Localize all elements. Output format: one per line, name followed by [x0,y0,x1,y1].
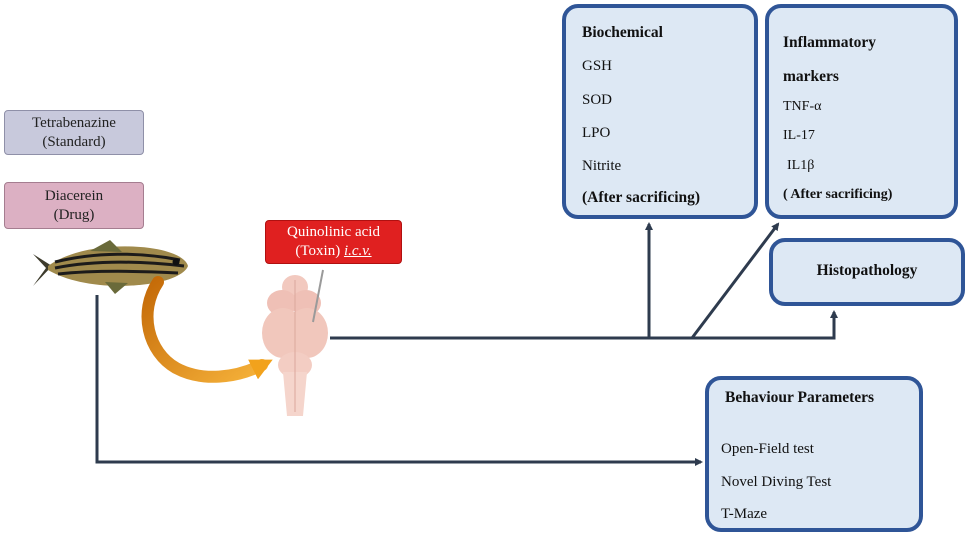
toxin-role-line: (Toxin) i.c.v. [266,242,401,261]
histopathology-title: Histopathology [816,262,918,279]
histopathology-box: Histopathology [769,238,965,306]
standard-treatment-label: Tetrabenazine (Standard) [4,110,144,155]
behaviour-item-open-field: Open-Field test [721,441,814,457]
flow-connectors [95,222,838,466]
biochemical-box: Biochemical GSH SOD LPO Nitrite (After s… [562,4,758,219]
zebrafish-icon [33,240,188,294]
inflammatory-title-line2: markers [783,68,839,85]
biochemical-item-nitrite: Nitrite [582,158,622,174]
toxin-route: i.c.v. [343,243,372,259]
inflammatory-item-il1b: IL1β [787,158,815,173]
toxin-role: (Toxin) [295,243,344,259]
behaviour-item-t-maze: T-Maze [721,506,768,522]
brain-icon [262,269,328,416]
biochemical-item-sod: SOD [582,92,613,108]
drug-treatment-label: Diacerein (Drug) [4,182,144,229]
toxin-name: Quinolinic acid [287,224,380,240]
drug-role: (Drug) [53,206,95,223]
standard-drug-role: (Standard) [42,133,106,150]
inflammatory-item-tnf: TNF-α [783,99,822,114]
behaviour-parameters-box: Behaviour Parameters Open-Field test Nov… [705,376,923,532]
biochemical-item-gsh: GSH [582,58,613,74]
behaviour-item-novel-diving: Novel Diving Test [721,474,832,490]
behaviour-title: Behaviour Parameters [725,389,875,406]
drug-name: Diacerein [44,187,104,204]
biochemical-item-lpo: LPO [582,125,611,141]
inflammatory-item-il17: IL-17 [783,128,815,143]
biochemical-note: (After sacrificing) [582,189,701,206]
biochemical-title: Biochemical [582,24,663,41]
standard-drug-name: Tetrabenazine [32,114,116,131]
inflammatory-markers-box: Inflammatory markers TNF-α IL-17 IL1β ( … [765,4,958,219]
toxin-label: Quinolinic acid (Toxin) i.c.v. [265,220,402,264]
inflammatory-note: ( After sacrificing) [783,187,893,202]
inflammatory-title-line1: Inflammatory [783,34,876,51]
administration-curve-arrow [141,276,273,383]
